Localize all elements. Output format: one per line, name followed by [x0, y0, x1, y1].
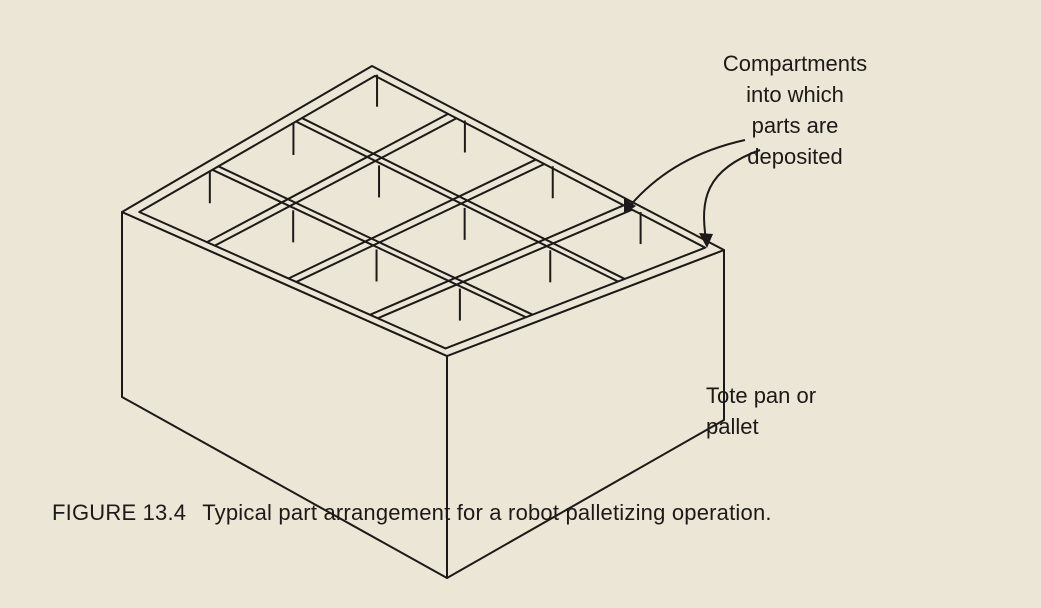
arrow-head-2	[699, 233, 713, 248]
callout-line: deposited	[747, 144, 843, 169]
arrow-to-compartment-1	[627, 139, 746, 209]
compartments-callout: Compartments into which parts are deposi…	[690, 48, 900, 172]
callout-line: parts are	[751, 113, 839, 138]
arrow-heads	[624, 198, 713, 248]
callout-line: into which	[746, 82, 844, 107]
column-divider	[295, 120, 619, 283]
arrow-head-1	[624, 198, 636, 214]
row-divider	[369, 204, 625, 316]
column-divider	[211, 168, 527, 319]
callout-line: Tote pan or	[706, 383, 817, 408]
tote-callout: Tote pan or pallet	[706, 380, 816, 442]
tote-pan	[121, 65, 725, 579]
callout-line: Compartments	[722, 51, 868, 76]
figure-caption: FIGURE 13.4 Typical part arrangement for …	[52, 500, 772, 526]
row-divider	[206, 113, 449, 244]
callout-arrows	[627, 139, 761, 241]
figure-number: FIGURE 13.4	[52, 500, 187, 525]
caption-text: Typical part arrangement for a robot pal…	[202, 500, 772, 525]
row-divider	[295, 163, 545, 283]
row-divider	[214, 117, 457, 247]
arrow-to-compartment-2	[703, 149, 761, 241]
column-divider	[301, 117, 626, 280]
column-divider	[217, 165, 534, 316]
row-divider	[377, 208, 633, 320]
row-divider	[288, 158, 537, 280]
callout-line: pallet	[706, 414, 759, 439]
